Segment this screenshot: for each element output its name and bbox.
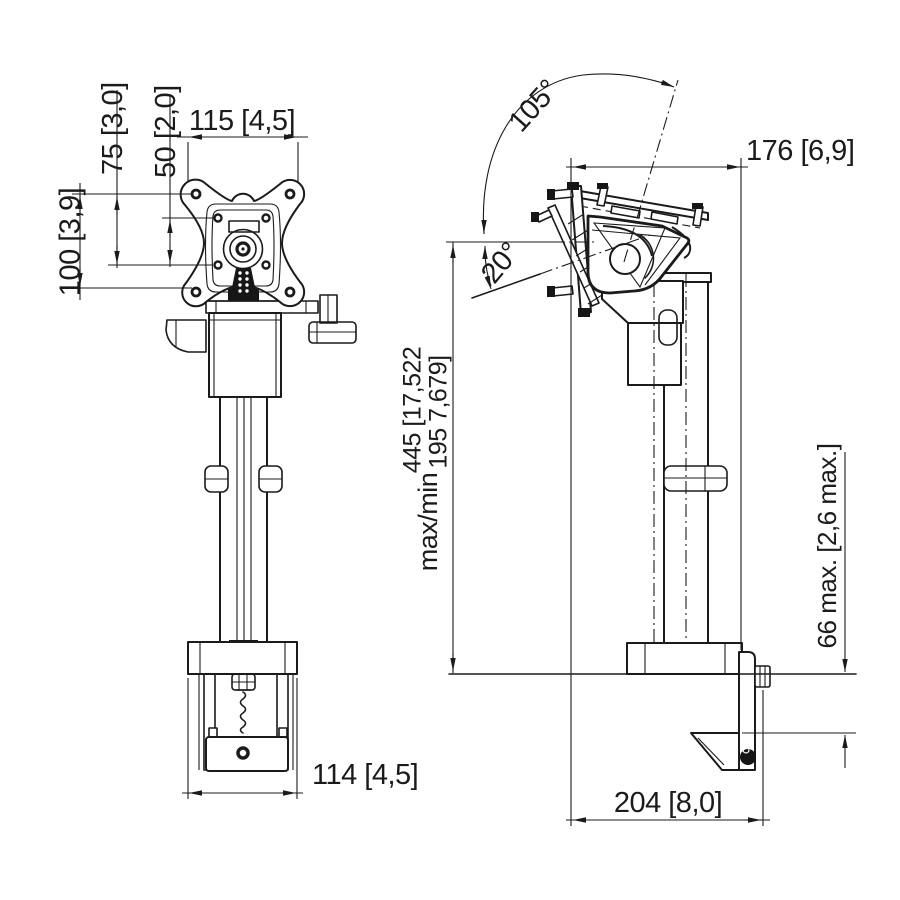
- vesa-hole-outer-bl: [190, 286, 202, 298]
- dim-176-label: 176 [6,9]: [746, 135, 854, 167]
- construction-lines: [446, 79, 679, 299]
- dim-height-max: 445 [17,522: [399, 347, 427, 474]
- dim-115-label: 115 [4,5]: [189, 105, 295, 137]
- vesa-hole-inner-br: [261, 260, 271, 270]
- dim-75-label: 75 [3,0]: [97, 82, 129, 175]
- column-pole: [204, 396, 283, 643]
- dimension-115: 115 [4,5]: [177, 105, 308, 182]
- tilt-head: [531, 182, 709, 317]
- column-upper-block: [208, 312, 282, 398]
- front-view: 115 [4,5] 75 [3,0] 50 [2,0] 100 [3,9]: [55, 82, 419, 799]
- right-mount-tab: [308, 294, 357, 344]
- dim-204-label: 204 [8,0]: [614, 787, 722, 819]
- clamp-screw: [235, 689, 252, 734]
- dimension-75: 75 [3,0]: [97, 82, 129, 268]
- vesa-hole-outer-tr: [284, 188, 296, 200]
- vesa-plate: [179, 178, 306, 308]
- desk-clamp-side: [626, 642, 771, 771]
- desk-clamp-front: [187, 640, 298, 772]
- dimension-176: 176 [6,9]: [566, 135, 855, 826]
- dimension-50: 50 [2,0]: [150, 85, 182, 267]
- dim-114-label: 114 [4,5]: [312, 759, 418, 791]
- dim-66-label: 66 max. [2,6 max.]: [812, 444, 842, 649]
- vesa-hole-inner-tl: [213, 213, 223, 223]
- dim-height-min: 195 7,679]: [425, 355, 453, 468]
- vesa-hole-inner-bl: [213, 260, 223, 270]
- side-column: [601, 272, 728, 648]
- side-view: 105° 20° 176 [6,9] max/min 445 [17,522 1…: [399, 73, 857, 826]
- clamp-knob: [754, 665, 771, 688]
- dim-100-label: 100 [3,9]: [55, 188, 87, 296]
- left-mount-wing: [165, 319, 207, 353]
- dimension-204: 204 [8,0]: [566, 690, 770, 826]
- clamp-foot: [690, 732, 740, 771]
- tilt-stem: [230, 268, 257, 297]
- dimension-114: 114 [4,5]: [182, 678, 419, 799]
- dimension-66-max: 66 max. [2,6 max.]: [812, 444, 848, 768]
- dimension-height-maxmin: max/min 445 [17,522 195 7,679]: [399, 242, 456, 673]
- vesa-hole-inner-tr: [261, 213, 271, 223]
- vesa-hole-outer-br: [284, 286, 296, 298]
- dim-height-prefix: max/min: [413, 473, 443, 572]
- dim-50-label: 50 [2,0]: [150, 85, 182, 178]
- dim-105-label: 105°: [503, 74, 566, 139]
- dimension-100: 100 [3,9]: [55, 183, 213, 300]
